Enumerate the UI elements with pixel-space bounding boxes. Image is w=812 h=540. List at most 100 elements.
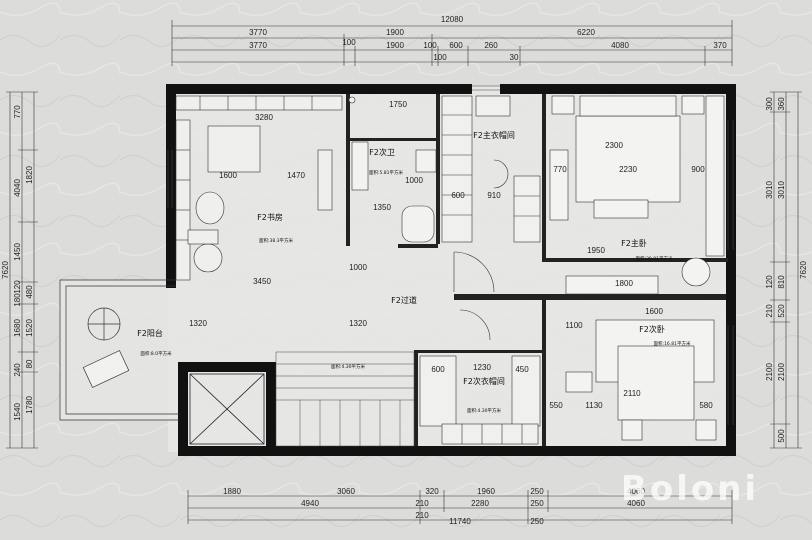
bottom-dim: 1960 bbox=[477, 487, 495, 496]
bathroom-fixtures bbox=[348, 96, 437, 243]
top-dim: 370 bbox=[713, 41, 727, 50]
bottom-dim: 4060 bbox=[627, 487, 645, 496]
inner-dim: 2110 bbox=[623, 389, 641, 398]
secondary-closet bbox=[419, 355, 541, 445]
left-dim: 180 bbox=[13, 293, 22, 307]
inner-dim: 770 bbox=[553, 165, 567, 174]
inner-dim: 1000 bbox=[405, 176, 423, 185]
room-area-balcony: 面积:8.0平方米 bbox=[140, 350, 172, 357]
top-dimension-lines bbox=[171, 20, 733, 66]
room-name-balcony: F2阳台 bbox=[137, 328, 163, 338]
top-dim: 3770 bbox=[249, 41, 267, 50]
left-dim-total: 7620 bbox=[1, 261, 10, 279]
left-dim: 120 bbox=[13, 280, 22, 294]
inner-dim: 1000 bbox=[349, 263, 367, 272]
inner-dim: 1100 bbox=[565, 321, 583, 330]
bottom-dim: 2280 bbox=[471, 499, 489, 508]
room-area-master-bed: 面积:39.81平方米 bbox=[636, 255, 673, 262]
inner-dim: 600 bbox=[431, 365, 445, 374]
left-dim: 1780 bbox=[25, 396, 34, 414]
interior-walls bbox=[346, 94, 728, 446]
doors bbox=[453, 159, 509, 341]
right-dimension-lines bbox=[770, 91, 802, 449]
left-dim: 1680 bbox=[13, 319, 22, 337]
top-dim: 260 bbox=[484, 41, 498, 50]
room-area-study: 面积:38.3平方米 bbox=[259, 237, 294, 244]
right-dim: 120 bbox=[765, 275, 774, 289]
inner-dim: 2230 bbox=[619, 165, 637, 174]
room-name-master-bed: F2主卧 bbox=[621, 238, 647, 248]
right-dim: 520 bbox=[777, 304, 786, 318]
study-furniture bbox=[175, 95, 343, 281]
master-bedroom-furniture bbox=[549, 95, 725, 295]
bottom-dim: 250 bbox=[530, 487, 544, 496]
top-dim: 3770 bbox=[249, 28, 267, 37]
left-dim: 480 bbox=[25, 285, 34, 299]
top-dim: 30 bbox=[510, 53, 519, 62]
stair bbox=[275, 351, 415, 447]
top-dim: 100 bbox=[433, 53, 447, 62]
windows bbox=[167, 85, 734, 425]
bottom-dim: 3060 bbox=[337, 487, 355, 496]
bottom-dim: 210 bbox=[415, 511, 429, 520]
left-dim: 1520 bbox=[25, 319, 34, 337]
inner-dim: 1350 bbox=[373, 203, 391, 212]
inner-dim: 2300 bbox=[605, 141, 623, 150]
elevator-shaft bbox=[189, 373, 265, 445]
room-name-master-closet: F2主衣帽间 bbox=[473, 130, 515, 140]
inner-dim: 910 bbox=[487, 191, 501, 200]
room-area-bed2: 面积:16.81平方米 bbox=[654, 340, 691, 347]
balcony-floor bbox=[60, 280, 180, 420]
right-dim: 210 bbox=[765, 304, 774, 318]
bottom-dim: 320 bbox=[425, 487, 439, 496]
inner-dim: 1600 bbox=[219, 171, 237, 180]
inner-dim: 1950 bbox=[587, 246, 605, 255]
bottom-dim: 250 bbox=[530, 499, 544, 508]
bottom-dim: 11740 bbox=[449, 517, 471, 526]
room-area-bath2: 面积:5.81平方米 bbox=[369, 169, 404, 176]
exterior-walls bbox=[166, 84, 736, 456]
right-dim: 300 bbox=[765, 97, 774, 111]
top-dim: 1900 bbox=[386, 28, 404, 37]
left-dim: 1450 bbox=[13, 243, 22, 261]
left-dimension-lines bbox=[6, 91, 38, 449]
room-name-bed2: F2次卧 bbox=[639, 324, 665, 334]
right-dim: 3010 bbox=[777, 181, 786, 199]
top-dim: 100 bbox=[342, 38, 356, 47]
inner-dim: 580 bbox=[699, 401, 713, 410]
inner-dim: 550 bbox=[549, 401, 563, 410]
top-dim: 600 bbox=[449, 41, 463, 50]
top-dim: 4080 bbox=[611, 41, 629, 50]
room-area-stair: 面积:4.30平方米 bbox=[331, 363, 366, 370]
inner-dim: 1320 bbox=[349, 319, 367, 328]
right-dim: 2100 bbox=[777, 363, 786, 381]
left-dim: 1540 bbox=[13, 403, 22, 421]
left-dim: 4040 bbox=[13, 179, 22, 197]
inner-dim: 1230 bbox=[473, 363, 491, 372]
right-dim: 500 bbox=[777, 429, 786, 443]
watermark-text: Boloni bbox=[621, 469, 759, 509]
inner-dim: 1600 bbox=[645, 307, 663, 316]
inner-dim: 900 bbox=[691, 165, 705, 174]
inner-dim: 1800 bbox=[615, 279, 633, 288]
left-dim: 770 bbox=[13, 105, 22, 119]
inner-dim: 1320 bbox=[189, 319, 207, 328]
inner-dim: 600 bbox=[451, 191, 465, 200]
left-dim: 240 bbox=[13, 363, 22, 377]
bottom-dim: 4060 bbox=[627, 499, 645, 508]
bottom-dimension-lines bbox=[187, 490, 733, 524]
bottom-dim: 1880 bbox=[223, 487, 241, 496]
inner-dim: 1750 bbox=[389, 100, 407, 109]
room-area-closet2: 面积:4.30平方米 bbox=[467, 407, 502, 414]
top-dim-total: 12080 bbox=[441, 15, 464, 24]
room-name-closet2: F2次衣帽间 bbox=[463, 376, 505, 386]
room-name-bath2: F2次卫 bbox=[369, 147, 395, 157]
right-dim-total: 7620 bbox=[799, 261, 808, 279]
bottom-dim: 250 bbox=[530, 517, 544, 526]
master-closet-wardrobe bbox=[441, 95, 541, 243]
top-dim: 100 bbox=[423, 41, 437, 50]
left-dim: 1820 bbox=[25, 166, 34, 184]
bottom-dim: 4940 bbox=[301, 499, 319, 508]
